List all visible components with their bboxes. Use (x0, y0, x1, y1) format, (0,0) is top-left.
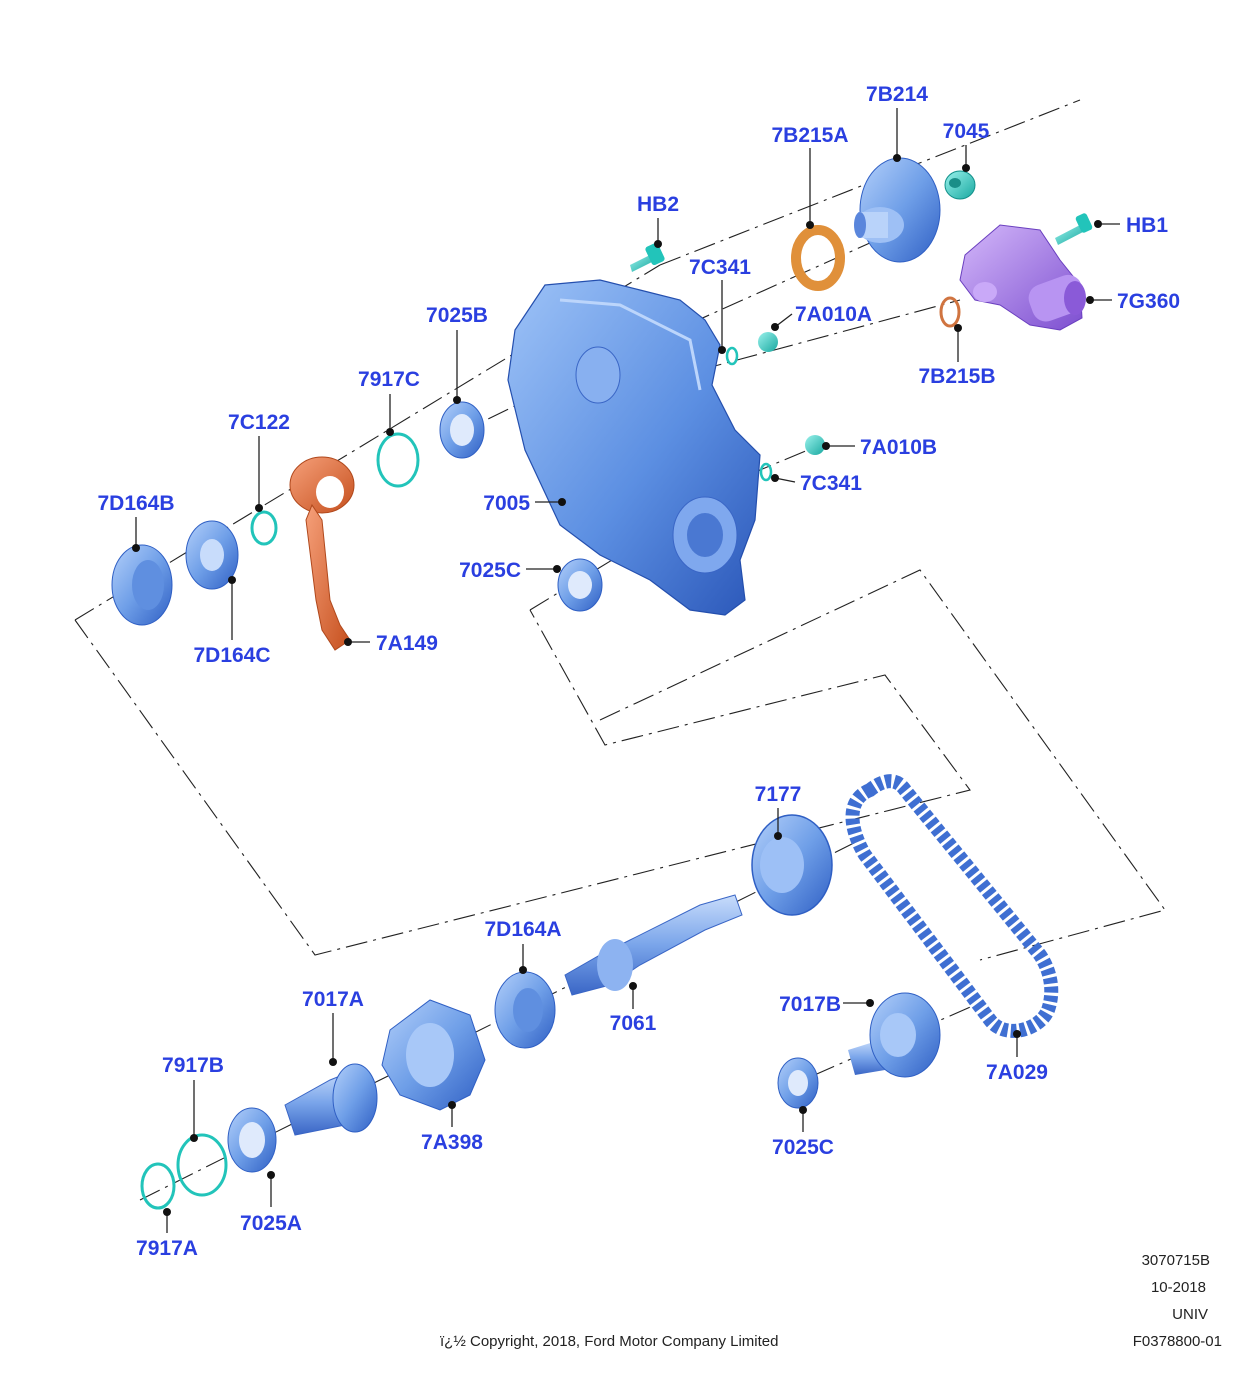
bolt-hb2 (630, 242, 665, 272)
label-7b214: 7B214 (866, 83, 928, 106)
label-7025b: 7025B (426, 304, 488, 327)
label-7a149: 7A149 (376, 632, 438, 655)
label-7061: 7061 (610, 1012, 657, 1035)
nut-7045 (944, 170, 976, 200)
label-7025c-top: 7025C (459, 559, 521, 582)
label-7b215b: 7B215B (918, 365, 995, 388)
label-7917b: 7917B (162, 1054, 224, 1077)
label-7c122: 7C122 (228, 411, 290, 434)
label-7c341-bottom: 7C341 (800, 472, 862, 495)
gear-7017b (848, 992, 941, 1078)
snap-ring-7917c (376, 432, 420, 488)
seal-7b215a (791, 225, 845, 291)
label-7917a: 7917A (136, 1237, 198, 1260)
label-7b215a: 7B215A (771, 124, 848, 147)
label-7045: 7045 (943, 120, 990, 143)
sprocket-7177 (751, 814, 833, 916)
label-7d164c: 7D164C (193, 644, 270, 667)
label-7a010a: 7A010A (795, 303, 872, 326)
label-7a029: 7A029 (986, 1061, 1048, 1084)
part-labels: 7B214 7045 7B215A HB2 HB1 7C341 7A010A 7… (97, 83, 1180, 1260)
bearing-7025b (439, 401, 485, 459)
label-hb2: HB2 (637, 193, 679, 216)
label-7g360: 7G360 (1117, 290, 1180, 313)
bearing-7025c-top (557, 558, 603, 612)
label-7a010b: 7A010B (860, 436, 937, 459)
bearing-7025a (227, 1107, 277, 1173)
scope-code: UNIV (1172, 1306, 1208, 1323)
plug-7a010a (758, 332, 778, 352)
sleeve-7d164a (494, 971, 556, 1049)
transfer-case-7005 (507, 279, 761, 616)
bearing-7025c-bottom (777, 1057, 819, 1109)
revision-date: 10-2018 (1150, 1279, 1206, 1296)
snap-ring-7917a (140, 1162, 176, 1210)
figure-id: F0378800-01 (1132, 1333, 1222, 1350)
gear-7017a (284, 1063, 378, 1136)
label-7017b: 7017B (779, 993, 841, 1016)
leader-lines (132, 108, 1120, 1233)
copyright-notice: ï¿½ Copyright, 2018, Ford Motor Company … (440, 1333, 779, 1350)
label-7d164a: 7D164A (484, 918, 561, 941)
shaft-7061 (564, 894, 743, 996)
label-7025c-bottom: 7025C (772, 1136, 834, 1159)
label-7005: 7005 (483, 492, 530, 515)
label-7017a: 7017A (302, 988, 364, 1011)
flange-7b214 (854, 157, 941, 263)
oring-7c341-top (725, 346, 739, 366)
oring-7b215b (939, 296, 961, 328)
hub-7d164c (185, 520, 239, 590)
snap-ring-7917b (176, 1133, 228, 1197)
oring-7c341-bottom (759, 462, 773, 482)
carrier-7a398 (381, 999, 486, 1111)
sleeve-7d164b (111, 544, 173, 626)
plug-7a010b (805, 435, 825, 455)
label-7d164b: 7D164B (97, 492, 174, 515)
ring-7c122 (250, 510, 278, 546)
label-7a398: 7A398 (421, 1131, 483, 1154)
chain-7a029 (845, 774, 1059, 1038)
bolt-hb1 (1055, 213, 1093, 245)
label-7177: 7177 (755, 783, 802, 806)
label-7025a: 7025A (240, 1212, 302, 1235)
label-7917c: 7917C (358, 368, 420, 391)
shift-fork-7a149 (289, 456, 355, 651)
shift-motor-7g360 (959, 224, 1086, 331)
label-hb1: HB1 (1126, 214, 1168, 237)
reference-number: 3070715B (1141, 1252, 1210, 1269)
label-7c341-top: 7C341 (689, 256, 751, 279)
